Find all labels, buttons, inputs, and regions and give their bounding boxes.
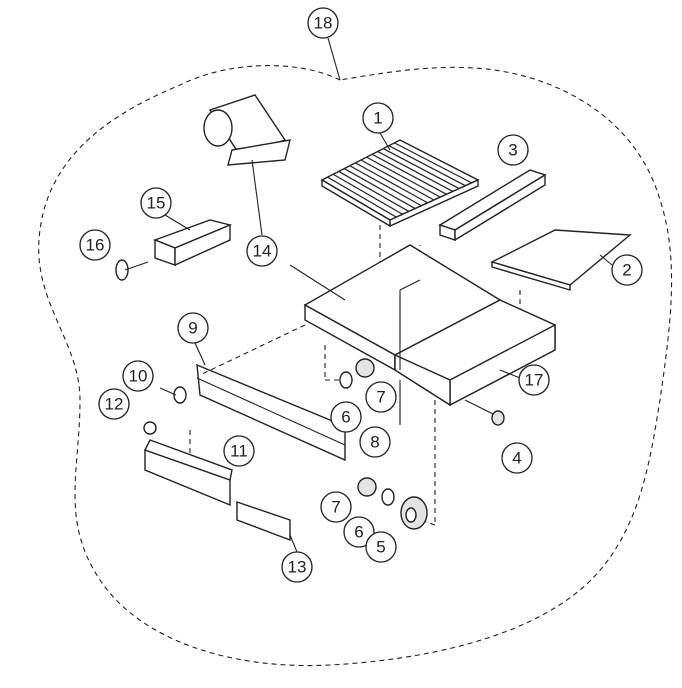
nut-7-lower (357, 477, 377, 497)
sheet-roll (203, 94, 291, 166)
leader-2 (599, 254, 613, 266)
callout-circle (343, 516, 375, 548)
washer-6-upper (339, 371, 353, 389)
callout-circle (223, 435, 255, 467)
callout-15: 15 (140, 187, 172, 219)
callout-10: 10 (122, 360, 154, 392)
leader-9 (194, 342, 206, 366)
callout-circle (362, 102, 394, 134)
callout-circle (365, 531, 397, 563)
leader-18 (327, 37, 341, 81)
callout-circle (98, 388, 130, 420)
callout-13: 13 (281, 551, 313, 583)
callout-circle (122, 360, 154, 392)
bolt-4 (464, 399, 496, 416)
callout-number: 12 (105, 395, 124, 414)
callout-number: 5 (376, 538, 385, 557)
callout-number: 10 (129, 367, 148, 386)
dash-9 (199, 324, 306, 376)
callout-6: 6 (330, 401, 362, 433)
callout-8: 8 (359, 426, 391, 458)
callout-number: 2 (622, 261, 631, 280)
callout-circle (79, 229, 111, 261)
callout-number: 6 (354, 523, 363, 542)
callout-circle (518, 364, 550, 396)
callout-number: 18 (314, 14, 333, 33)
callout-number: 6 (341, 408, 350, 427)
callout-circle (501, 442, 533, 474)
callout-5: 5 (365, 531, 397, 563)
callout-circle (246, 235, 278, 267)
wheel-5-hub (405, 507, 417, 523)
leader-1 (379, 132, 391, 151)
callout-number: 17 (525, 371, 544, 390)
screw-16 (115, 259, 149, 281)
fence-rail-9 (196, 363, 346, 462)
leader-14 (289, 264, 346, 301)
callout-9: 9 (177, 312, 209, 344)
callout-number: 15 (147, 194, 166, 213)
scale-11 (144, 439, 233, 507)
knob-12 (143, 421, 157, 435)
leader-17 (499, 369, 521, 379)
callout-12: 12 (98, 388, 130, 420)
callout-11: 11 (223, 435, 255, 467)
callout-circle (281, 551, 313, 583)
callout-circle (177, 312, 209, 344)
assembly-boundary (38, 65, 673, 667)
table-body-17 (303, 244, 556, 407)
callout-number: 11 (230, 442, 248, 461)
callout-circle (365, 381, 397, 413)
nut-7-upper (355, 358, 375, 378)
callout-16: 16 (79, 229, 111, 261)
callout-17: 17 (518, 364, 550, 396)
callout-number: 7 (331, 498, 340, 517)
callout-1: 1 (362, 102, 394, 134)
callout-number: 9 (188, 319, 197, 338)
bolt-4-head (491, 410, 505, 426)
callout-circle (359, 426, 391, 458)
washer-6-lower (381, 488, 395, 506)
callout-4: 4 (501, 442, 533, 474)
ribbed-mat-2 (490, 229, 632, 291)
callout-18: 18 (307, 7, 339, 39)
callout-3: 3 (497, 134, 529, 166)
ribbed-mat-1 (320, 139, 480, 228)
callout-circle (330, 401, 362, 433)
callout-number: 1 (373, 109, 382, 128)
callout-number: 14 (253, 242, 272, 261)
callout-number: 13 (288, 558, 307, 577)
callout-7: 7 (320, 491, 352, 523)
callout-circle (611, 254, 643, 286)
callout-circle (307, 7, 339, 39)
leader-13 (289, 534, 298, 553)
callout-number: 7 (376, 388, 385, 407)
block-15 (153, 219, 233, 267)
callout-circle (320, 491, 352, 523)
callout-number: 4 (512, 449, 521, 468)
strip-3 (438, 169, 547, 242)
callout-7: 7 (365, 381, 397, 413)
callout-6: 6 (343, 516, 375, 548)
callout-number: 3 (508, 141, 517, 160)
callout-circle (140, 187, 172, 219)
callout-number: 8 (370, 433, 379, 452)
callout-2: 2 (611, 254, 643, 286)
leader-15 (164, 214, 191, 231)
callout-14: 14 (246, 235, 278, 267)
scale-13 (236, 501, 291, 542)
leader-14-roll (251, 159, 263, 236)
callout-circle (497, 134, 529, 166)
callout-number: 16 (86, 236, 105, 255)
screw-10 (159, 386, 187, 404)
